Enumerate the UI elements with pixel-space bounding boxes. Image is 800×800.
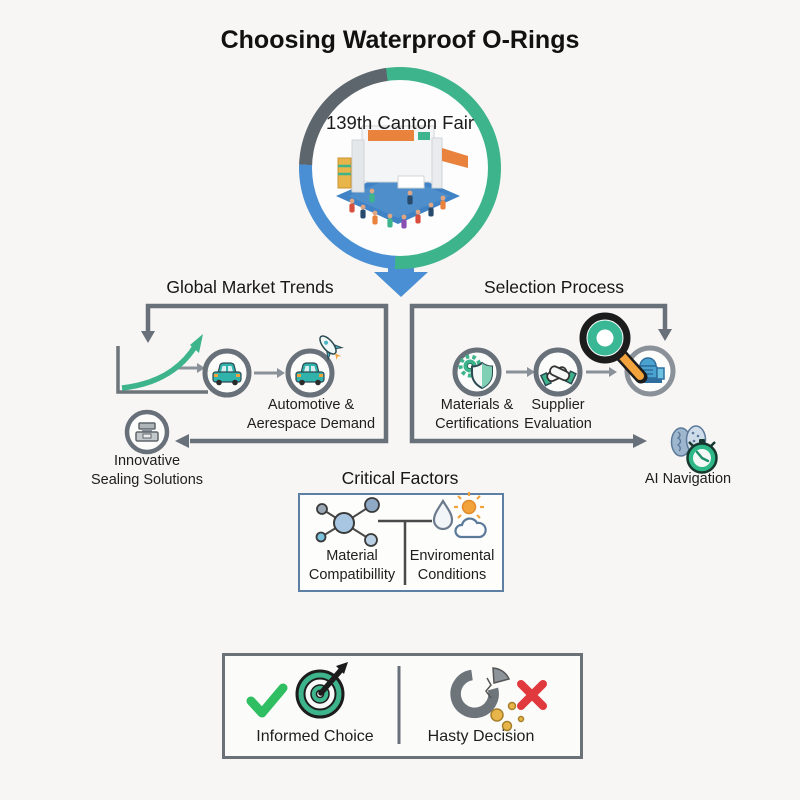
label-informed-choice: Informed Choice (256, 728, 374, 745)
arrowhead-right-icon (633, 434, 647, 448)
step-arrows (176, 363, 617, 378)
label-environmental-conditions: Enviromental Conditions (409, 548, 495, 583)
arrowhead-down-icon (658, 329, 672, 341)
label-supplier-evaluation: Supplier Evaluation (524, 397, 592, 432)
booth-visitors (349, 188, 446, 229)
arrowhead-down-icon (141, 331, 155, 343)
hub-label: 139th Canton Fair (325, 112, 475, 133)
canton-fair-illustration (336, 125, 468, 229)
dart-icon (318, 667, 344, 696)
growth-chart-icon (116, 334, 208, 394)
stopwatch-icon (686, 439, 718, 474)
label-material-compatibility: Material Compatibillity (308, 548, 396, 583)
label-automotive-aerospace: Automotive & Aerespace Demand (246, 397, 376, 432)
label-innovative-sealing: Innovative Sealing Solutions (90, 453, 204, 488)
broken-oring-icon (450, 667, 525, 732)
check-icon (246, 683, 288, 718)
arrowhead-left-icon (175, 434, 189, 448)
section-title-selection-process: Selection Process (483, 277, 625, 297)
droplet-icon (432, 498, 454, 531)
o-ring-icon (587, 320, 623, 356)
label-ai-navigation: AI Navigation (644, 471, 732, 487)
section-title-critical-factors: Critical Factors (341, 468, 459, 488)
gear-shield-icon (452, 347, 502, 397)
brain-stopwatch-icon (670, 425, 718, 474)
sun-icon (454, 492, 484, 522)
page-title: Choosing Waterproof O-Rings (220, 26, 580, 54)
target-dart-icon (295, 662, 348, 719)
car-icon (202, 348, 252, 398)
magnifier-oring-icon (579, 312, 648, 384)
x-icon (517, 680, 547, 710)
car-rocket-icon (285, 335, 344, 398)
label-materials-certifications: Materials & Certifications (435, 397, 519, 432)
market-trends-flow-path (141, 303, 389, 448)
seal-machine-icon (124, 409, 170, 455)
selection-process-flow-path (409, 303, 672, 448)
rocket-icon (319, 335, 344, 362)
molecule-icon (315, 497, 380, 547)
droplet-sun-cloud-icon (432, 492, 487, 539)
handshake-icon (533, 347, 583, 397)
hub-ring (299, 67, 501, 269)
section-title-market-trends: Global Market Trends (166, 277, 334, 297)
critical-factors-connectors (378, 519, 432, 585)
down-arrow-icon (374, 248, 428, 297)
cloud-icon (454, 517, 487, 539)
label-hasty-decision: Hasty Decision (427, 728, 535, 745)
